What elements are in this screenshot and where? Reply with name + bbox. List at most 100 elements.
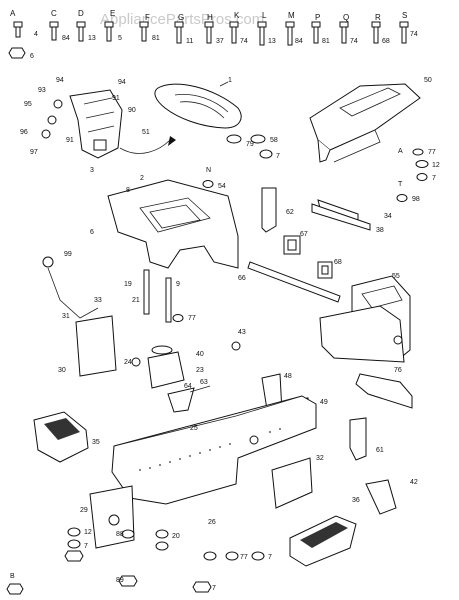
callout-49: 49: [320, 399, 328, 406]
bolt-p-icon: [311, 21, 321, 44]
washer-77b-icon: [172, 314, 184, 322]
callout-99: 99: [64, 251, 72, 258]
bolt-a-icon: [13, 21, 23, 38]
bolt-h-icon: [204, 21, 214, 44]
front-support-part: [319, 275, 411, 363]
bolt-l-icon: [257, 21, 267, 46]
callout-40: 40: [196, 351, 204, 358]
callout-48: 48: [284, 373, 292, 380]
callout-26: 26: [208, 519, 216, 526]
fuel-tank-part: [147, 345, 185, 389]
num-5: 5: [118, 35, 122, 42]
num-13a: 13: [88, 35, 96, 42]
callout-68: 68: [334, 259, 342, 266]
callout-77a: 77: [428, 149, 436, 156]
bolt-e-icon: [104, 21, 114, 42]
bolt-f-icon: [139, 21, 149, 42]
callout-62: 62: [286, 209, 294, 216]
bracket-32-part: [271, 457, 313, 509]
callout-19: 19: [124, 281, 132, 288]
callout-n: N: [206, 167, 211, 174]
bolt-q-icon: [339, 21, 349, 44]
clip-42-part: [365, 479, 397, 515]
label-q: Q: [343, 13, 349, 22]
callout-7d: 7: [268, 554, 272, 561]
bar-66-part: [247, 261, 341, 303]
label-p: P: [315, 13, 320, 22]
clip-43-part: [231, 341, 241, 351]
clip-68-part: [317, 261, 333, 279]
callout-8: 8: [126, 187, 130, 194]
fender-part: [107, 179, 239, 269]
callout-20: 20: [172, 533, 180, 540]
callout-76: 76: [394, 367, 402, 374]
label-k: K: [234, 11, 240, 20]
label-e: E: [110, 9, 115, 18]
num-81b: 81: [322, 38, 330, 45]
bolt-d-icon: [76, 21, 86, 42]
bolt-s-icon: [399, 21, 409, 44]
bolt-r-icon: [371, 21, 381, 44]
footrest-right-part: [289, 515, 357, 567]
callout-43: 43: [238, 329, 246, 336]
callout-96: 96: [20, 129, 28, 136]
callout-12a: 12: [432, 162, 440, 169]
callout-1: 1: [228, 77, 232, 84]
callout-23: 23: [196, 367, 204, 374]
num-74a: 74: [240, 38, 248, 45]
callout-95: 95: [24, 101, 32, 108]
num-13b: 13: [268, 38, 276, 45]
callout-33: 33: [94, 297, 102, 304]
spring-19-part: [143, 269, 172, 323]
callout-38: 38: [376, 227, 384, 234]
num-4: 4: [34, 31, 38, 38]
shield-61-part: [349, 417, 367, 461]
callout-t: T: [398, 181, 403, 188]
num-37: 37: [216, 38, 224, 45]
seat-bracket-assembly: [41, 89, 176, 159]
callout-89: 89: [116, 577, 124, 584]
bolt-k-icon: [229, 21, 239, 44]
callout-12b: 12: [84, 529, 92, 536]
callout-98: 98: [412, 196, 420, 203]
callout-35: 35: [92, 439, 100, 446]
callout-21: 21: [132, 297, 140, 304]
callout-77b: 77: [188, 315, 196, 322]
label-h: H: [207, 13, 213, 22]
callout-7e: 7: [212, 585, 216, 592]
label-l: L: [262, 11, 267, 20]
label-a: A: [10, 9, 16, 18]
bolt-m-icon: [285, 21, 295, 46]
pin-99-part: [42, 256, 99, 319]
callout-9: 9: [176, 281, 180, 288]
bolt-g-icon: [174, 21, 184, 44]
bracket-64-part: [167, 387, 195, 413]
callout-93: 93: [38, 87, 46, 94]
callout-54: 54: [218, 183, 226, 190]
callout-77c: 77: [240, 554, 248, 561]
callout-34: 34: [384, 213, 392, 220]
callout-63: 63: [200, 379, 208, 386]
label-d: D: [78, 9, 84, 18]
bolt-c-icon: [49, 21, 59, 41]
label-r: R: [375, 13, 381, 22]
num-84a: 84: [62, 35, 70, 42]
num-81a: 81: [152, 35, 160, 42]
callout-79: 79: [246, 141, 254, 148]
plate-30-part: [75, 315, 117, 377]
callout-29: 29: [80, 507, 88, 514]
callout-64: 64: [184, 383, 192, 390]
callout-32: 32: [316, 455, 324, 462]
washer-stack-center: [202, 134, 273, 188]
num-68: 68: [382, 38, 390, 45]
callout-7c: 7: [84, 543, 88, 550]
label-c: C: [51, 9, 57, 18]
bracket-62-part: [261, 187, 277, 233]
num-74c: 74: [410, 31, 418, 38]
callout-88: 88: [116, 531, 124, 538]
label-s: S: [402, 11, 407, 20]
callout-50: 50: [424, 77, 432, 84]
callout-58: 58: [270, 137, 278, 144]
callout-91b: 91: [66, 137, 74, 144]
